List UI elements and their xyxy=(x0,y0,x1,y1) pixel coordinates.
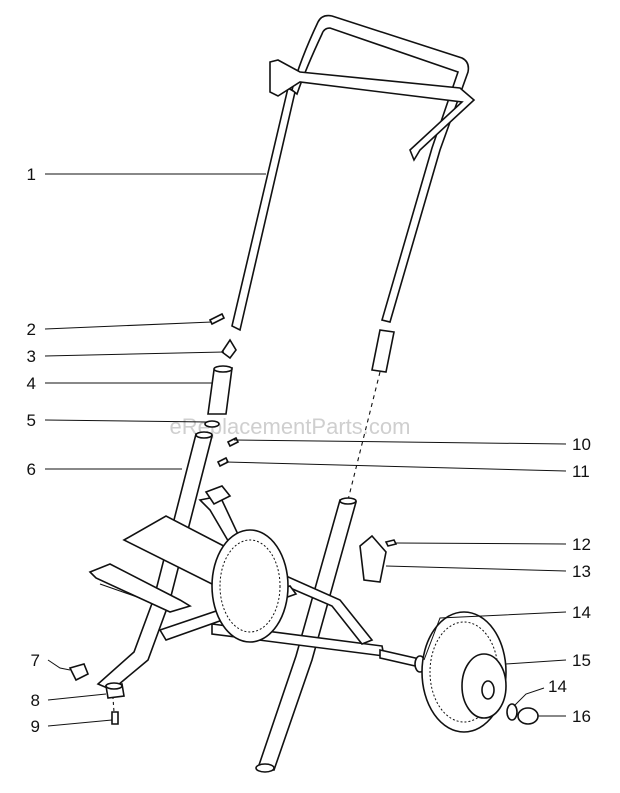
screw-part-12 xyxy=(384,539,398,547)
leader-lines xyxy=(44,173,567,727)
pin-part-2 xyxy=(208,312,226,326)
callout-15: 15 xyxy=(572,651,591,670)
callout-4: 4 xyxy=(27,374,36,393)
cap-part-7 xyxy=(68,663,90,682)
callout-1: 1 xyxy=(27,165,36,184)
callout-10: 10 xyxy=(572,435,591,454)
callout-14-outer-washer: 14 xyxy=(548,677,567,696)
cap-part-16 xyxy=(517,707,539,725)
callout-14-washer: 14 xyxy=(572,603,591,622)
washer-part-14b xyxy=(506,703,518,721)
callout-3: 3 xyxy=(27,347,36,366)
sleeve-part-4 xyxy=(207,365,233,415)
callouts: 1 2 3 4 5 6 7 8 9 10 11 12 13 14 15 14 1… xyxy=(27,165,591,736)
callout-11: 11 xyxy=(572,462,590,481)
callout-12: 12 xyxy=(572,535,591,554)
washer-part-5 xyxy=(204,420,220,428)
callout-6: 6 xyxy=(27,460,36,479)
assembly-line xyxy=(347,371,381,501)
callout-2: 2 xyxy=(27,320,36,339)
bracket-part-13 xyxy=(359,534,387,583)
rear-wheel xyxy=(211,529,289,643)
pin-part-10 xyxy=(226,436,240,448)
callout-7: 7 xyxy=(31,651,40,670)
screw-part-9 xyxy=(111,711,119,725)
foot-part-8 xyxy=(105,682,125,699)
callout-5: 5 xyxy=(27,411,36,430)
callout-13: 13 xyxy=(572,562,591,581)
callout-8: 8 xyxy=(31,691,40,710)
front-wheel xyxy=(421,611,507,733)
callout-9: 9 xyxy=(31,717,40,736)
callout-16: 16 xyxy=(572,707,591,726)
clip-part-3 xyxy=(220,338,237,360)
handle-assembly xyxy=(231,14,476,373)
